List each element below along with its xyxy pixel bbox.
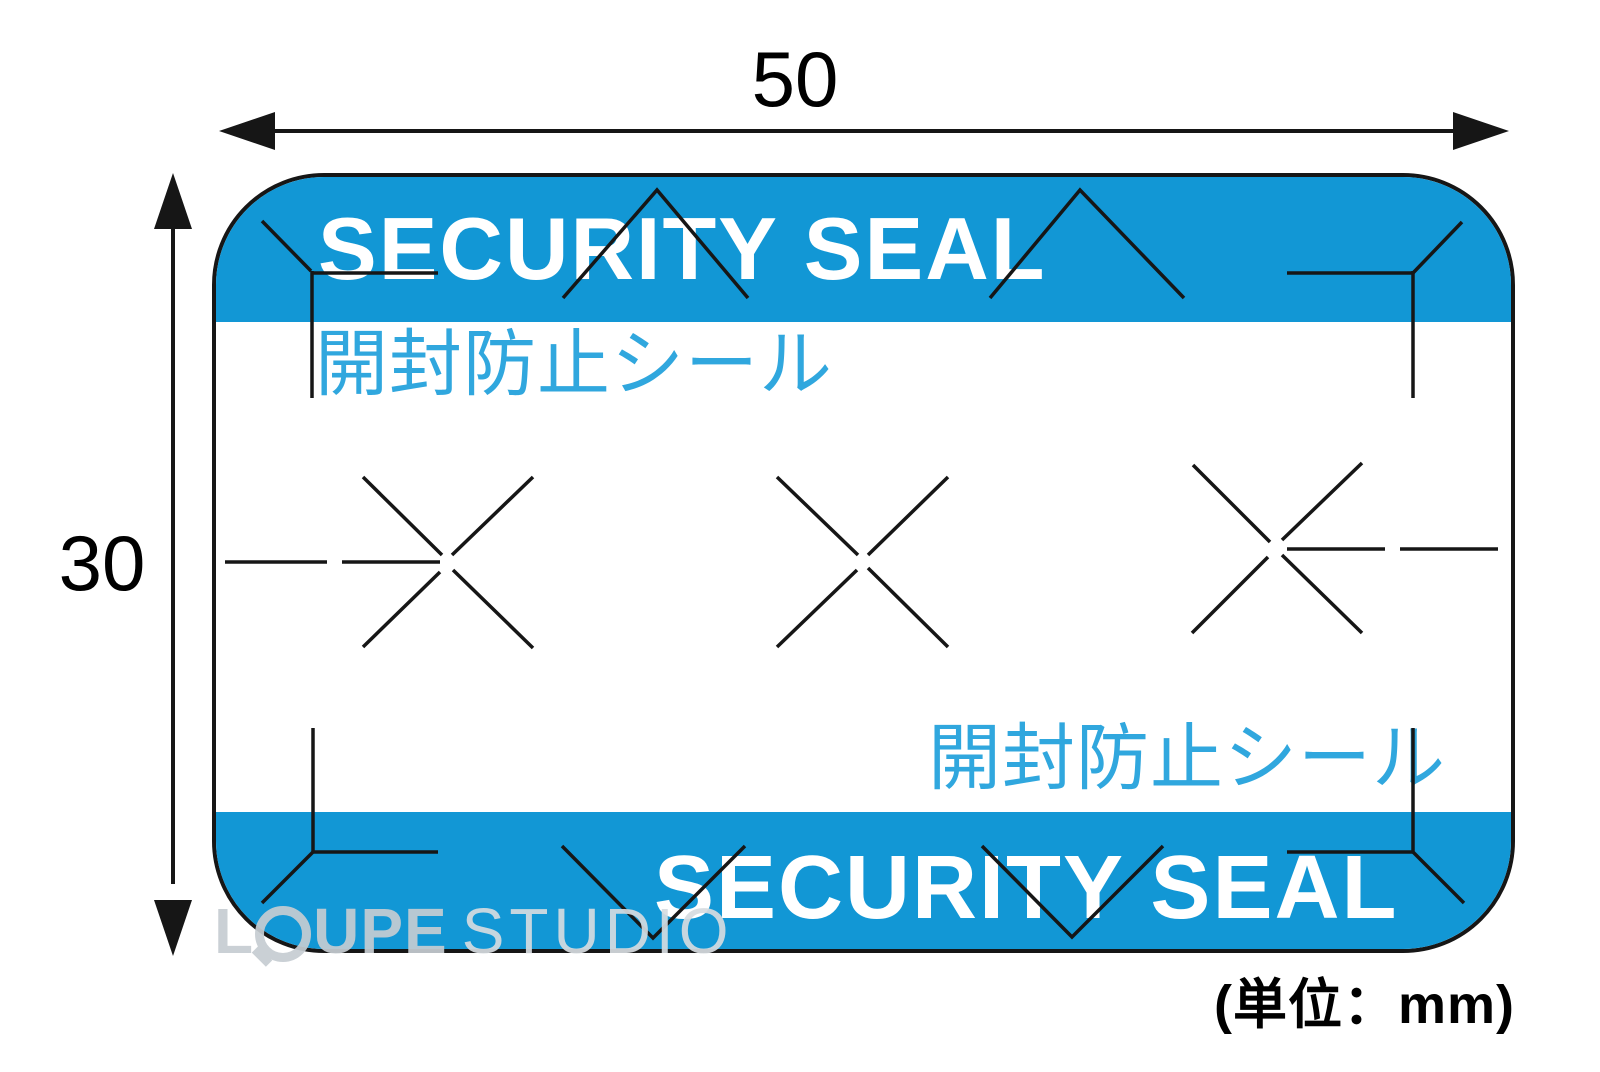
top-blue-band [216,177,1511,322]
watermark: L UPE STUDIO [214,895,734,967]
arrowhead-right-icon [1453,112,1509,150]
bottom-blue-band [216,812,1511,949]
watermark-text-studio: STUDIO [461,895,734,967]
top-band-title: SECURITY SEAL [318,199,1047,298]
top-japanese-subtitle: 開封防止シール [315,324,833,405]
bottom-japanese-subtitle: 開封防止シール [928,718,1446,799]
security-seal-sticker: SECURITY SEAL 開封防止シール 開封防止シール SECURITY S… [212,173,1515,953]
magnifier-icon [251,906,312,967]
unit-note: (単位：mm) [1214,975,1515,1035]
watermark-letter-l: L [214,895,254,967]
magnifier-handle-icon [251,946,273,967]
width-dimension-line [246,129,1486,133]
bottom-band-title: SECURITY SEAL [654,838,1399,938]
height-dimension-line [171,206,175,884]
arrowhead-up-icon [154,173,192,229]
width-dimension-label: 50 [751,35,839,123]
arrowhead-down-icon [154,900,192,956]
arrowhead-left-icon [219,112,275,150]
height-dimension-label: 30 [58,519,146,607]
watermark-text-upe: UPE [313,895,448,967]
